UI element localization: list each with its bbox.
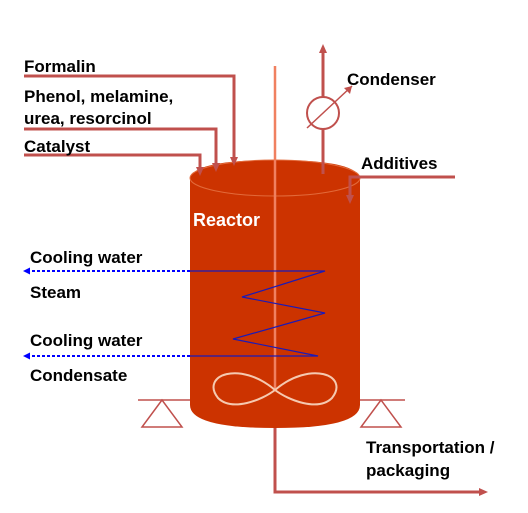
outlet-line <box>273 428 488 496</box>
condenser-valve-icon <box>306 85 353 130</box>
label-phenol-line1: Phenol, melamine, <box>24 87 173 106</box>
feed-line-catalyst <box>24 153 204 176</box>
label-transport-line2: packaging <box>366 461 450 480</box>
label-steam: Steam <box>30 283 81 302</box>
triangle-support-icon-right <box>359 398 405 428</box>
label-condenser: Condenser <box>347 70 436 89</box>
feed-line-formalin <box>24 74 238 166</box>
label-condensate: Condensate <box>30 366 127 385</box>
label-cooling-water-1: Cooling water <box>30 248 143 267</box>
triangle-support-icon-left <box>138 398 190 428</box>
heating-coil <box>190 270 326 357</box>
label-cooling-water-2: Cooling water <box>30 331 143 350</box>
label-formalin: Formalin <box>24 57 96 76</box>
label-catalyst: Catalyst <box>24 137 90 156</box>
label-reactor: Reactor <box>193 210 260 230</box>
feed-line-additives <box>346 175 455 204</box>
label-transport-line1: Transportation / <box>366 438 495 457</box>
feed-line-phenol <box>24 127 220 172</box>
label-additives: Additives <box>361 154 438 173</box>
propeller-stirrer-icon <box>212 372 338 406</box>
label-phenol-line2: urea, resorcinol <box>24 109 152 128</box>
